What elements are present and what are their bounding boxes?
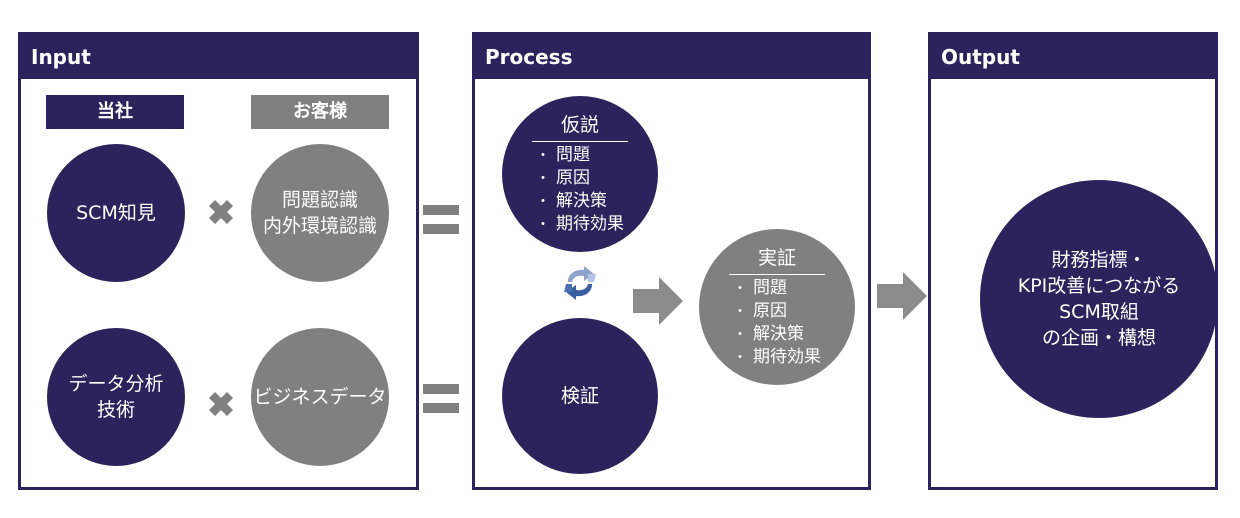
- multiply-icon: [209, 200, 233, 224]
- proof-list: ・問題 ・原因 ・解決策 ・期待効果: [733, 277, 821, 369]
- list-item: ・解決策: [536, 190, 607, 211]
- equals-icon: [423, 205, 459, 243]
- list-item: ・問題: [733, 277, 787, 298]
- list-item: ・期待効果: [536, 213, 624, 234]
- circle-text: 問題認識: [281, 189, 358, 211]
- list-item: ・問題: [536, 144, 590, 165]
- circle-text: 内外環境認識: [262, 215, 377, 237]
- problem-awareness-circle: 問題認識 内外環境認識: [251, 144, 389, 282]
- circle-text: ビジネスデータ: [253, 386, 387, 408]
- refresh-cycle-icon: [564, 266, 596, 300]
- circle-text: データ分析: [68, 373, 164, 395]
- proof-circle: 実証 ・問題 ・原因 ・解決策 ・期待効果: [699, 229, 855, 385]
- output-text: SCM取組: [1059, 301, 1139, 323]
- list-item: ・原因: [536, 167, 590, 188]
- list-item: ・期待効果: [733, 346, 821, 367]
- list-item: ・原因: [733, 300, 787, 321]
- verification-title: 検証: [560, 385, 599, 407]
- right-arrow-icon: [877, 272, 927, 320]
- business-data-circle: ビジネスデータ: [251, 328, 389, 466]
- circle-text: 技術: [96, 399, 135, 421]
- company-label: 当社: [46, 95, 184, 129]
- circle-text: SCM知見: [76, 202, 156, 224]
- input-panel-title: Input: [21, 35, 416, 79]
- process-panel-title: Process: [475, 35, 868, 79]
- customer-label: お客様: [251, 95, 389, 129]
- output-panel: Output 財務指標・ KPI改善につながる SCM取組 の企画・構想: [928, 32, 1218, 490]
- output-text: 財務指標・: [1051, 249, 1147, 271]
- hypothesis-list: ・問題 ・原因 ・解決策 ・期待効果: [536, 144, 624, 236]
- verification-circle: 検証: [502, 318, 658, 474]
- list-item: ・解決策: [733, 323, 804, 344]
- hypothesis-title: 仮説: [532, 113, 628, 142]
- data-analysis-circle: データ分析 技術: [47, 328, 185, 466]
- process-panel: Process 仮説 ・問題 ・原因 ・解決策 ・期待効果 検証 実証 ・問題 …: [472, 32, 871, 490]
- proof-title: 実証: [729, 246, 825, 275]
- output-panel-title: Output: [931, 35, 1215, 79]
- multiply-icon: [209, 392, 233, 416]
- input-panel: Input 当社 お客様 SCM知見 問題認識 内外環境認識 データ分析 技術 …: [18, 32, 419, 490]
- right-arrow-icon: [633, 277, 683, 325]
- equals-icon: [423, 384, 459, 422]
- scm-knowledge-circle: SCM知見: [47, 144, 185, 282]
- output-text: の企画・構想: [1041, 327, 1156, 349]
- hypothesis-circle: 仮説 ・問題 ・原因 ・解決策 ・期待効果: [502, 96, 658, 252]
- output-text: KPI改善につながる: [1017, 275, 1181, 297]
- output-circle: 財務指標・ KPI改善につながる SCM取組 の企画・構想: [980, 180, 1218, 418]
